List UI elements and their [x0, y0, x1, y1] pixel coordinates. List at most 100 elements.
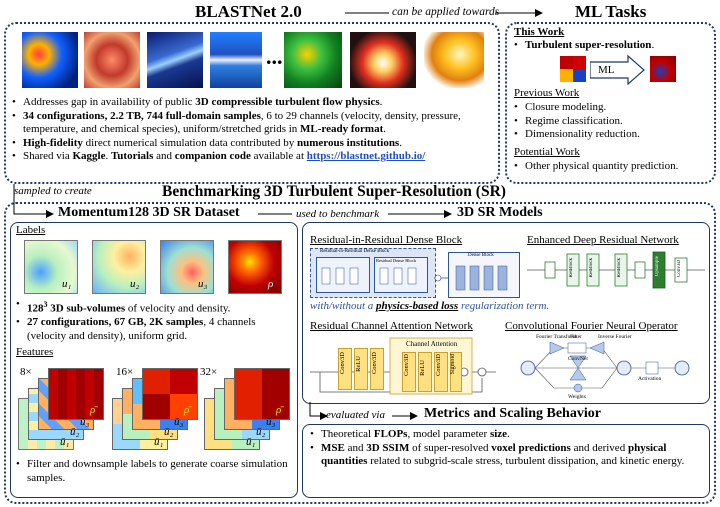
label-u1-text: u₁: [62, 278, 72, 290]
metrics-title: Metrics and Scaling Behavior: [424, 406, 601, 421]
metrics-bullet-2: MSE and 3D SSIM of super-resolved voxel …: [310, 442, 702, 469]
factor-32: 32×: [200, 366, 218, 378]
benchmark-box: [4, 202, 716, 504]
stack-8-u2-label: ū₂: [70, 426, 80, 438]
edrn-resblock-2: ResBlock: [589, 258, 594, 278]
rrdb-links: [321, 265, 508, 291]
label-rho: [228, 240, 282, 294]
used-arrow: [258, 210, 452, 218]
sampled-label: sampled to create: [14, 185, 92, 197]
features-bullets: Filter and downsample labels to generate…: [16, 458, 292, 485]
label-u2: [92, 240, 146, 294]
dataset-title: Momentum128 3D SR Dataset: [58, 205, 240, 220]
dataset-box: [10, 222, 298, 498]
blastnet-box: [4, 22, 500, 184]
ml-tasks-box: [505, 22, 716, 184]
previous-work-list: Closure modeling. Regime classification.…: [514, 101, 714, 142]
rcan-conv-1: [338, 348, 352, 390]
stack-16-rho: [142, 368, 198, 420]
flow-thumbnails: ...: [20, 30, 490, 92]
blastnet-link[interactable]: https://blastnet.github.io/: [306, 150, 426, 162]
factor-16: 16×: [116, 366, 134, 378]
label-rho-text: ρ: [268, 278, 274, 290]
stack-32-u2-label: ū₂: [256, 426, 266, 438]
features-heading: Features: [16, 346, 54, 358]
blastnet-title: BLASTNet 2.0: [195, 2, 302, 21]
evaluated-arrow: [309, 402, 328, 420]
edrn-resblock-1: ResBlock: [569, 258, 574, 278]
prev-item-1: Regime classification.: [514, 115, 714, 129]
connector-arrow: [345, 9, 543, 17]
label-u3-text: u₃: [198, 278, 208, 290]
rcan-diagram: Conv3D ReLU Conv3D Channel Attention Con…: [310, 334, 500, 400]
metrics-bullets: Theoretical FLOPs, model parameter size.…: [310, 428, 702, 469]
this-work-item: Turbulent super-resolution.: [514, 39, 714, 53]
dataset-bullet-2: 27 configurations, 67 GB, 2K samples, 4 …: [16, 316, 292, 343]
ml-tasks-title: ML Tasks: [575, 2, 647, 21]
thumbnail-ellipsis: ...: [266, 44, 283, 69]
prev-item-2: Dimensionality reduction.: [514, 128, 714, 142]
features-bullet: Filter and downsample labels to generate…: [16, 458, 292, 485]
stack-32-rho: [234, 368, 290, 420]
stack-8-u3-label: ū₃: [80, 416, 90, 428]
stack-16-u2-label: ū₂: [164, 426, 174, 438]
ml-label: ML: [598, 64, 615, 76]
rcan-conv-2: [370, 348, 384, 390]
rdb-label: Residual Dense Block: [376, 258, 416, 263]
label-thumbs: u₁ u₂ u₃ ρ: [24, 240, 294, 296]
cfno-filter: Filter: [570, 334, 582, 340]
rcan-ca-conv-2-text: Conv3D: [435, 354, 442, 377]
stack-32-u1-label: ū₁: [246, 436, 256, 448]
stack-16-u1-label: ū₁: [154, 436, 164, 448]
prev-item-0: Closure modeling.: [514, 101, 714, 115]
edrn-line: [527, 251, 705, 289]
models-box: [302, 222, 710, 404]
dataset-bullet-1: 1283 3D sub-volumes of velocity and dens…: [16, 298, 292, 316]
rrdb-heading: Residual-in-Residual Dense Block: [310, 234, 463, 246]
feature-stacks: 8× 16× 32× ρ̄ ū₃ ū₂ ū₁ ρ̄ ū₃ ū₂ ū₁ ρ̄ ū₃…: [16, 360, 296, 454]
label-u3: [160, 240, 214, 294]
lowres-thumb: [560, 56, 586, 82]
models-title: 3D SR Models: [457, 205, 543, 220]
edrn-diagram: ResBlock ResBlock ResBlock Upsample Conv…: [527, 250, 707, 290]
metrics-bullet-1: Theoretical FLOPs, model parameter size.: [310, 428, 702, 442]
cfno-activation: Activation: [638, 376, 662, 382]
sampled-arrow: [13, 184, 54, 218]
stack-8-rho: [48, 368, 104, 420]
previous-work-heading: Previous Work: [514, 87, 580, 99]
rrdb-small-label: Residual-in-Residual Dense Block: [320, 249, 390, 254]
thumbnail-2: [84, 32, 140, 88]
factor-8: 8×: [20, 366, 32, 378]
bullet-configs: 34 configurations, 2.2 TB, 744 full-doma…: [12, 110, 498, 137]
ml-diagram: ML: [560, 54, 680, 90]
rcan-heading: Residual Channel Attention Network: [310, 320, 473, 332]
cfno-heading: Convolutional Fourier Neural Operator: [505, 320, 678, 332]
edrn-resblock-3: ResBlock: [617, 258, 622, 278]
rcan-ca-conv-1-text: Conv3D: [403, 354, 410, 377]
evaluated-arrow-2: [392, 412, 418, 420]
rcan-ca-relu-text: ReLU: [419, 360, 426, 376]
label-u1: [24, 240, 78, 294]
stack-8-u1-label: ū₁: [60, 436, 70, 448]
edrn-upsample: Upsample: [655, 256, 660, 277]
thumbnail-6: [350, 32, 416, 88]
channel-attention-label: Channel Attention: [406, 340, 458, 348]
cfno-fourier: Fourier Transform: [536, 334, 577, 340]
stack-32-u3-label: ū₃: [266, 416, 276, 428]
stack-16-rho-label: ρ̄: [184, 404, 190, 416]
bullet-shared: Shared via Kaggle. Tutorials and compani…: [12, 150, 498, 164]
physics-loss-note: with/without a physics-based loss regula…: [310, 300, 550, 312]
potential-work-heading: Potential Work: [514, 146, 580, 158]
this-work-heading: This Work: [514, 26, 565, 38]
rcan-ca-conv-2: [434, 352, 448, 392]
rcan-conv-1-text: Conv3D: [339, 352, 346, 375]
rdb-1: [316, 257, 370, 293]
highres-thumb: [650, 56, 676, 82]
connector-label: can be applied towards: [392, 6, 500, 18]
used-label: used to benchmark: [296, 208, 380, 220]
thumbnail-1: [22, 32, 78, 88]
bullet-gap: Addresses gap in availability of public …: [12, 96, 498, 110]
cfno-diagram: Fourier Transform Filter Inverse Fourier…: [506, 334, 706, 402]
rcan-relu-1-text: ReLU: [355, 356, 362, 372]
ml-arrow: [590, 54, 645, 86]
